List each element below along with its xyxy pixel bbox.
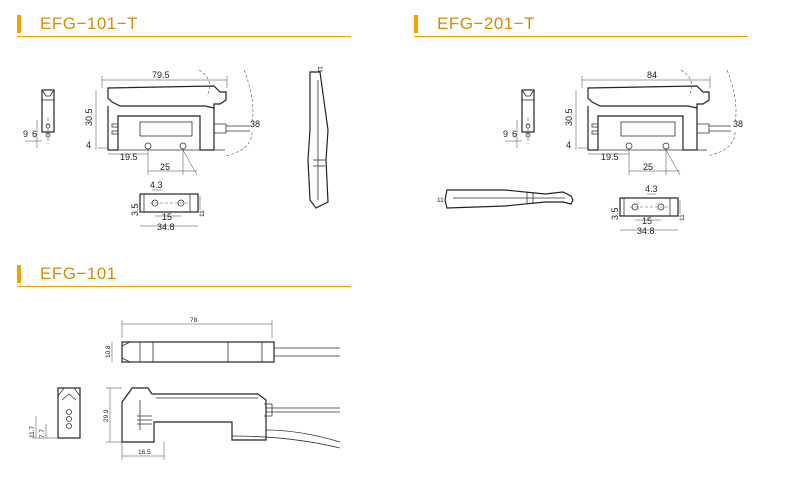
efg101-drawing: 78 10.8 29.9 16.5 [29, 317, 341, 460]
top-view: 78 10.8 [105, 317, 340, 363]
dim-b-3-5: 3.5 [130, 203, 140, 216]
section-underline [17, 36, 351, 37]
dim-b-4-3: 4.3 [645, 184, 658, 194]
dim-b-15: 15 [162, 212, 172, 222]
side-profile: 11 [437, 189, 574, 209]
dim-bottom-25: 25 [160, 162, 170, 172]
dim-top-height: 10.8 [105, 345, 112, 358]
efg201t-drawing: 9 6 84 30.5 38 4 19.5 25 [437, 69, 743, 236]
dim-side-9: 9 [23, 129, 28, 139]
dim-b-4-3: 4.3 [150, 180, 163, 190]
section-title: EFG−201−T [437, 14, 536, 33]
main-view: 84 30.5 38 4 19.5 25 [564, 69, 743, 176]
dim-side-6: 6 [512, 129, 517, 139]
dim-length: 79.5 [152, 70, 170, 80]
dim-side-9: 9 [503, 129, 508, 139]
dim-bottom: 16.5 [138, 449, 151, 456]
dim-offset-4: 4 [86, 140, 91, 150]
dim-cable: 38 [250, 119, 260, 129]
front-view: 29.9 16.5 [103, 387, 341, 460]
bottom-view: 4.3 3.5 15 34.8 11 [610, 184, 686, 236]
dim-length: 78 [190, 317, 198, 324]
dim-side-6: 6 [32, 129, 37, 139]
dim-bottom-19-5: 19.5 [601, 152, 619, 162]
dim-b-3-5: 3.5 [610, 207, 620, 220]
accent-bar [17, 15, 21, 33]
bottom-view: 4.3 3.5 15 34.8 11 [130, 180, 206, 232]
end-view: 9 6 [23, 89, 55, 148]
accent-bar [414, 15, 418, 33]
dim-height: 30.5 [84, 108, 94, 126]
main-view: 79.5 30.5 38 4 19.5 25 [84, 69, 260, 176]
dim-front-height: 29.9 [103, 409, 110, 422]
dim-b-11: 11 [199, 210, 206, 217]
dim-offset-4: 4 [566, 140, 571, 150]
dim-bottom-25: 25 [643, 162, 653, 172]
accent-bar [17, 265, 21, 283]
dim-b-11: 11 [679, 214, 686, 221]
dim-length: 84 [647, 70, 657, 80]
end-view: 11.7 7.7 [29, 387, 81, 439]
section-underline [17, 286, 351, 287]
dim-height: 30.5 [564, 108, 574, 126]
section-title: EFG−101−T [40, 14, 139, 33]
end-view: 9 6 [503, 89, 535, 148]
dim-b-34-8: 34.8 [157, 222, 175, 232]
dim-side-11-7: 11.7 [29, 425, 36, 438]
dim-cable: 38 [733, 119, 743, 129]
dim-side-11: 11 [316, 66, 323, 73]
dim-bottom-19-5: 19.5 [120, 152, 138, 162]
efg101t-drawing: 9 6 79.5 30.5 38 4 19.5 25 [23, 66, 329, 232]
dim-side-11: 11 [437, 197, 444, 204]
dim-b-15: 15 [642, 216, 652, 226]
section-underline [414, 36, 748, 37]
dim-side-7-7: 7.7 [39, 429, 46, 438]
side-profile: 11 [307, 66, 329, 209]
dim-b-34-8: 34.8 [637, 226, 655, 236]
section-title: EFG−101 [40, 264, 117, 283]
